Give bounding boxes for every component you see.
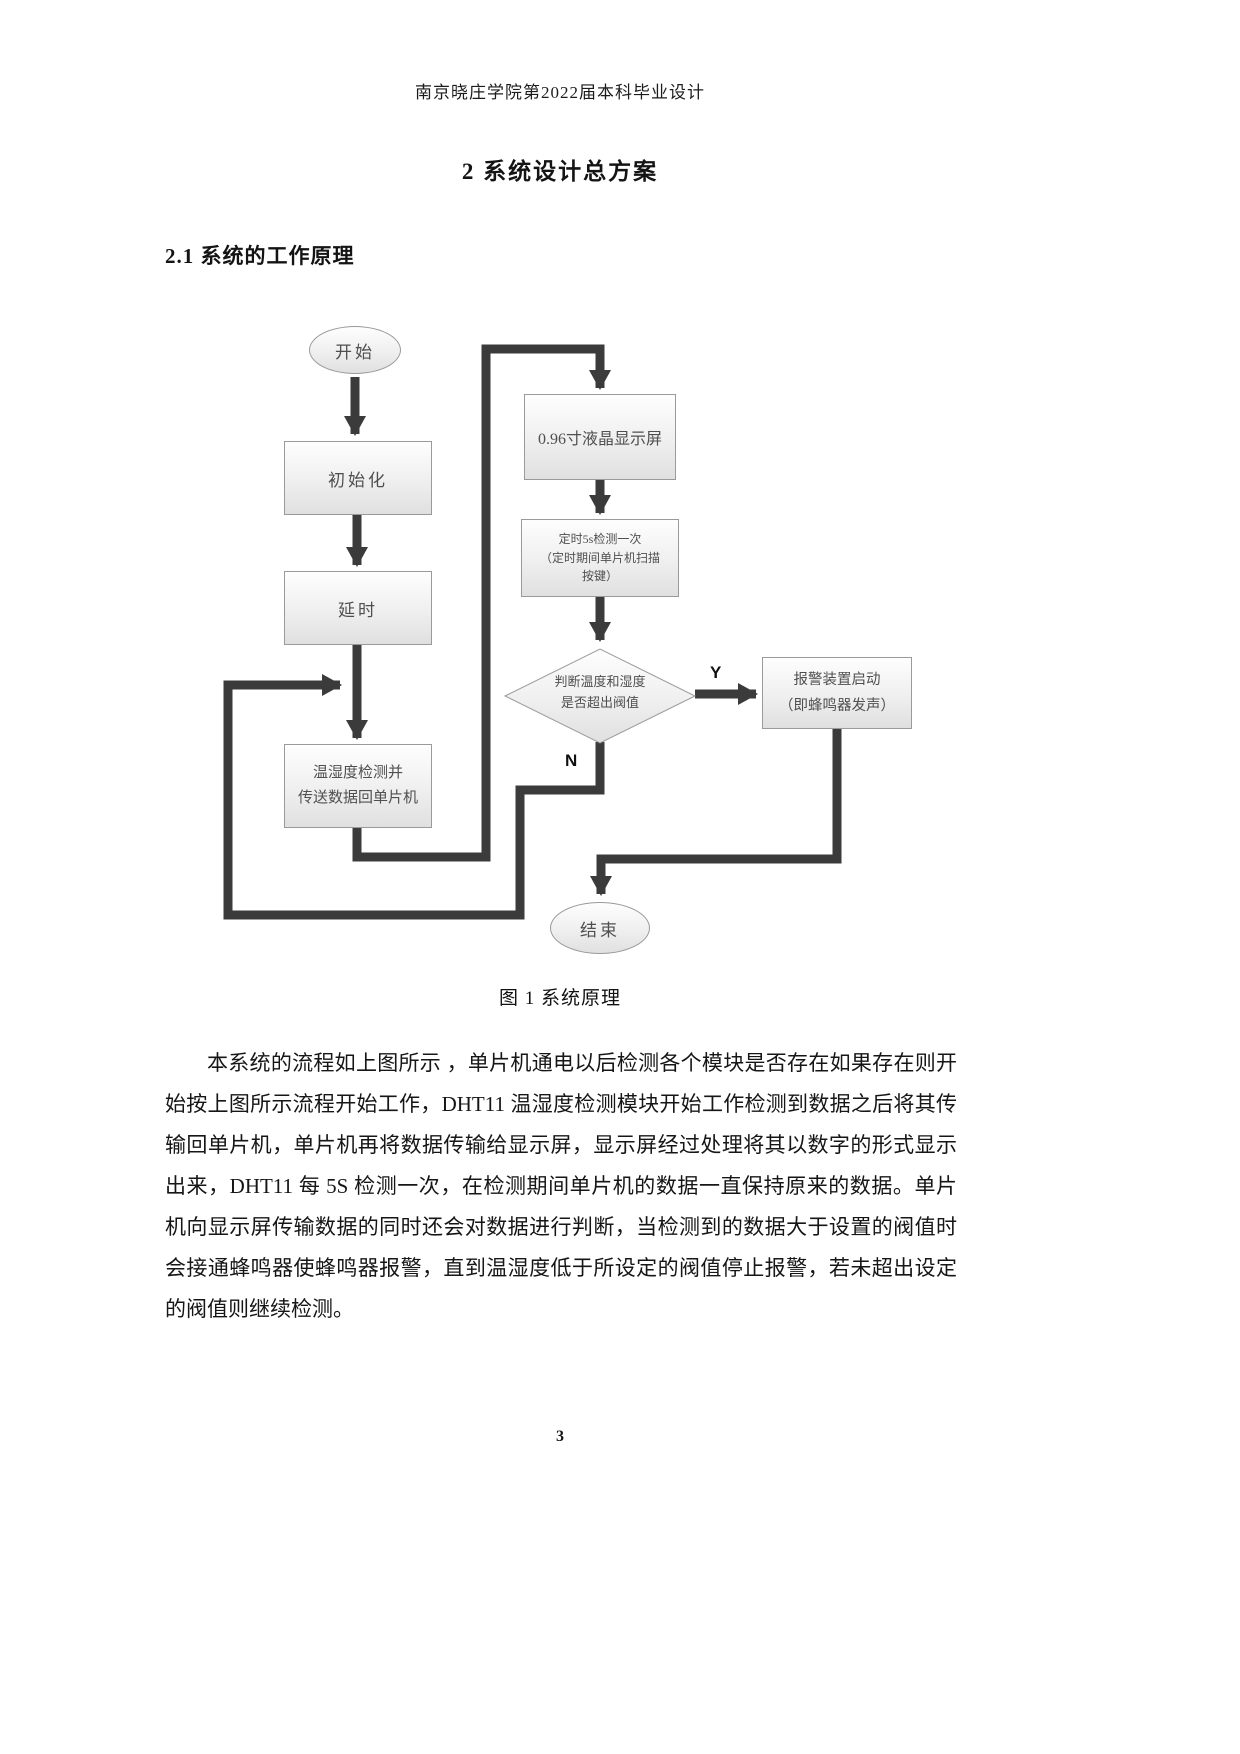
flow-node-timer-label-line1: 定时5s检测一次 [558, 532, 642, 547]
flow-node-start-label: 开始 [335, 342, 375, 362]
flow-node-alarm-label-line2: （即蜂鸣器发声） [779, 698, 895, 714]
flow-node-display-label: 0.96寸液晶显示屏 [537, 431, 662, 448]
flow-node-alarm-label-line1: 报警装置启动 [793, 671, 881, 688]
flow-node-decision-label: 判断温度和湿度 是否超出阀值 [512, 672, 688, 714]
flow-node-alarm: 报警装置启动 （即蜂鸣器发声） [762, 657, 912, 729]
chapter-title: 2 系统设计总方案 [461, 159, 659, 184]
flow-node-detect-label-line1: 温湿度检测并 [312, 764, 403, 781]
decision-diamond-shape [503, 648, 697, 744]
flow-node-delay: 延时 [284, 571, 432, 645]
branch-label-no: N [565, 751, 578, 770]
flow-node-start: 开始 [309, 326, 401, 374]
flow-node-detect: 温湿度检测并 传送数据回单片机 [284, 744, 432, 828]
flow-node-display: 0.96寸液晶显示屏 [524, 394, 676, 480]
flow-node-timer-label-line3: 按键） [581, 569, 618, 584]
flow-node-timer-label-line2: （定时期间单片机扫描 [539, 550, 660, 565]
figure-caption: 图 1 系统原理 [498, 988, 621, 1009]
flow-node-detect-label-line2: 传送数据回单片机 [297, 790, 418, 806]
connector-decision-no-loopback [223, 674, 605, 920]
connector-alarm-end [590, 729, 842, 896]
branch-label-yes: Y [710, 663, 722, 682]
flow-node-end-label: 结束 [580, 920, 620, 940]
flow-node-end: 结束 [550, 902, 650, 954]
page-number: 3 [556, 1428, 564, 1445]
flow-node-initialize: 初始化 [284, 441, 432, 515]
flow-node-initialize-label: 初始化 [328, 470, 388, 490]
flow-node-delay-label: 延时 [338, 600, 378, 620]
flow-node-decision-label-line1: 判断温度和湿度 [554, 674, 646, 689]
flow-node-decision-label-line2: 是否超出阀值 [560, 694, 639, 710]
section-heading: 2.1 系统的工作原理 [165, 244, 355, 268]
connector-detect-display-loop [352, 344, 611, 862]
flow-node-timer: 定时5s检测一次 （定时期间单片机扫描 按键） [521, 519, 679, 597]
document-header: 南京晓庄学院第2022届本科毕业设计 [415, 83, 705, 102]
body-paragraph: 本系统的流程如上图所示 ，单片机通电以后检测各个模块是否存在如果存在则开始按上图… [165, 1051, 957, 1321]
